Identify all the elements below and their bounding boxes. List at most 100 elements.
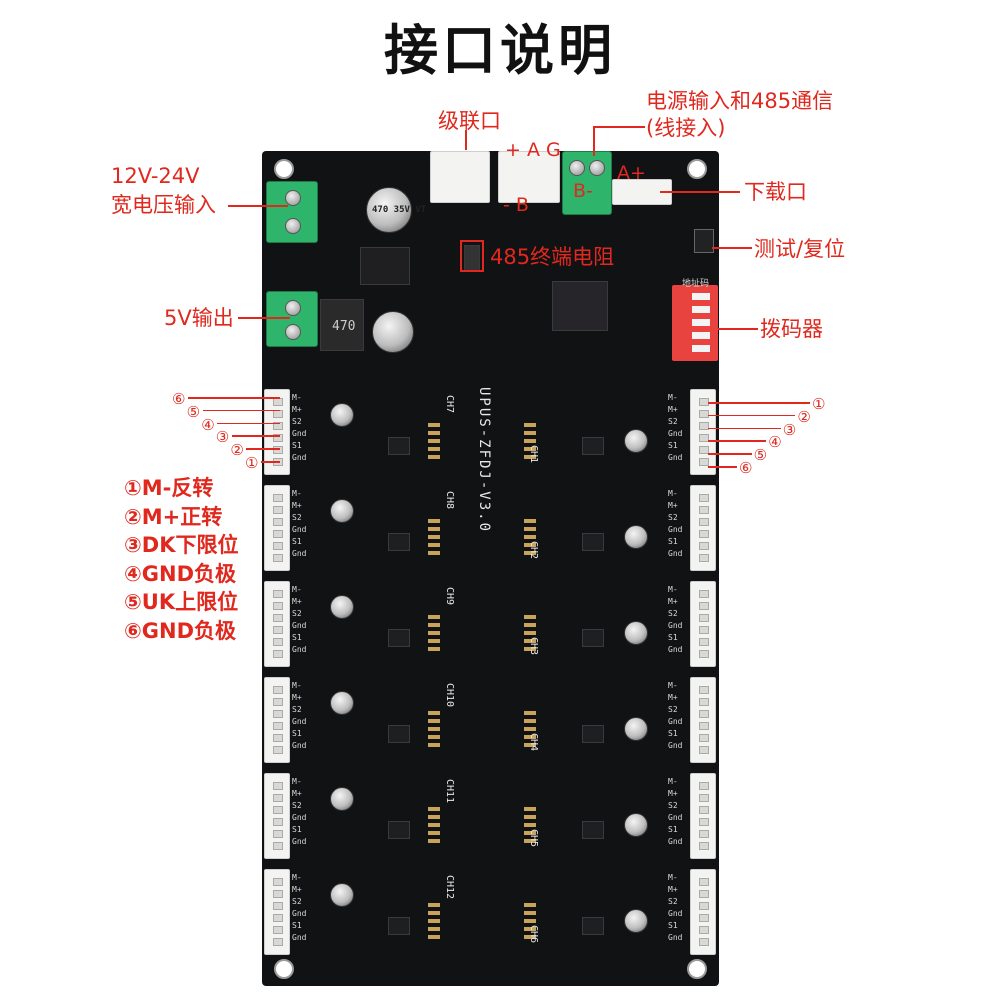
power-input-terminal[interactable] — [266, 181, 318, 243]
connector-pin-label: S2 — [668, 513, 678, 522]
connector-pin-label: S2 — [292, 705, 302, 714]
connector-pin-label: Gnd — [668, 525, 683, 534]
smd-resistor — [524, 543, 536, 547]
connector-pin-label: Gnd — [668, 909, 683, 918]
motor-connector[interactable] — [690, 677, 716, 763]
power-485-terminal[interactable] — [562, 151, 612, 215]
legend-item: ⑥GND负极 — [124, 618, 237, 643]
legend-item: ③DK下限位 — [124, 533, 239, 558]
connector-pin-label: Gnd — [668, 645, 683, 654]
smd-resistor — [428, 735, 440, 739]
connector-pin-label: Gnd — [292, 621, 307, 630]
driver-chip — [388, 821, 410, 839]
electrolytic-capacitor — [330, 595, 354, 619]
connector-pin-label: M+ — [668, 597, 678, 606]
voltage-input-label: 宽电压输入 — [111, 193, 216, 217]
smd-resistor — [428, 807, 440, 811]
driver-chip — [582, 437, 604, 455]
connector-pin-label: M+ — [292, 693, 302, 702]
motor-connector[interactable] — [690, 581, 716, 667]
smd-resistor — [428, 615, 440, 619]
smd-resistor — [524, 727, 536, 731]
output-5v-terminal[interactable] — [266, 291, 318, 347]
motor-connector[interactable] — [690, 389, 716, 475]
electrolytic-capacitor — [330, 691, 354, 715]
motor-connector[interactable] — [264, 485, 290, 571]
page-title: 接口说明 — [384, 19, 616, 82]
cascade-connector-1[interactable] — [430, 151, 490, 203]
smd-resistor — [428, 623, 440, 627]
motor-connector[interactable] — [264, 677, 290, 763]
motor-connector[interactable] — [690, 773, 716, 859]
connector-pin-label: Gnd — [668, 837, 683, 846]
voltage-range-label: 12V-24V — [111, 164, 200, 188]
download-port[interactable] — [612, 179, 672, 205]
smd-resistor — [524, 719, 536, 723]
smd-resistor — [524, 623, 536, 627]
smd-resistor — [524, 831, 536, 835]
connector-pin-label: M- — [668, 489, 678, 498]
cascade-connector-2[interactable] — [498, 151, 560, 203]
inductor-label: 470 — [332, 319, 356, 334]
address-dip-switch[interactable] — [672, 285, 718, 361]
cascade-pin-mark-bottom: - B — [503, 194, 529, 216]
connector-pin-label: Gnd — [292, 429, 307, 438]
callout-line — [708, 402, 810, 404]
reset-button[interactable] — [694, 229, 714, 253]
motor-connector[interactable] — [690, 485, 716, 571]
motor-connector[interactable] — [264, 773, 290, 859]
connector-pin-label: S1 — [292, 633, 302, 642]
callout-line — [228, 205, 288, 207]
mcu-chip — [552, 281, 608, 331]
smd-resistor — [524, 927, 536, 931]
connector-pin-label: M+ — [668, 789, 678, 798]
smd-resistor — [428, 823, 440, 827]
power-comm-label-line1: 电源输入和485通信 — [646, 89, 834, 113]
smd-resistor — [428, 711, 440, 715]
motor-connector[interactable] — [264, 581, 290, 667]
connector-pin-label: Gnd — [292, 741, 307, 750]
connector-pin-label: M+ — [292, 885, 302, 894]
smd-resistor — [524, 711, 536, 715]
connector-pin-label: Gnd — [292, 549, 307, 558]
connector-pin-label: Gnd — [668, 453, 683, 462]
channel-label: CH11 — [444, 779, 455, 804]
connector-pin-label: S2 — [668, 705, 678, 714]
callout-line — [718, 328, 758, 330]
driver-chip — [388, 917, 410, 935]
motor-connector[interactable] — [264, 869, 290, 955]
electrolytic-capacitor — [330, 787, 354, 811]
pcb-board: 470 35V VT 470 地址码 UPUS-ZFDJ-V3.0 M-M+S2… — [262, 151, 719, 986]
channel-label: CH1 — [528, 445, 539, 464]
terminator-label: 485终端电阻 — [490, 245, 615, 269]
power-comm-label-line2: (线接入) — [646, 116, 726, 140]
right-callout-number: ① — [812, 395, 826, 413]
smd-resistor — [524, 911, 536, 915]
right-callout-number: ③ — [782, 420, 797, 439]
connector-pin-label: M+ — [292, 405, 302, 414]
connector-pin-label: Gnd — [292, 453, 307, 462]
connector-pin-label: S1 — [668, 825, 678, 834]
connector-pin-label: M- — [668, 873, 678, 882]
callout-line — [708, 414, 796, 417]
connector-pin-label: Gnd — [668, 741, 683, 750]
cascade-pin-mark-top: + A G — [505, 139, 561, 161]
callout-line — [188, 397, 280, 399]
connector-pin-label: Gnd — [292, 813, 307, 822]
connector-pin-label: Gnd — [292, 717, 307, 726]
smd-resistor — [524, 535, 536, 539]
connector-pin-label: M- — [292, 393, 302, 402]
connector-pin-label: S2 — [292, 609, 302, 618]
electrolytic-capacitor — [624, 717, 648, 741]
electrolytic-capacitor — [624, 813, 648, 837]
motor-connector[interactable] — [690, 869, 716, 955]
driver-chip — [582, 821, 604, 839]
connector-pin-label: Gnd — [668, 429, 683, 438]
connector-pin-label: Gnd — [668, 717, 683, 726]
smd-resistor — [428, 423, 440, 427]
connector-pin-label: S1 — [668, 633, 678, 642]
